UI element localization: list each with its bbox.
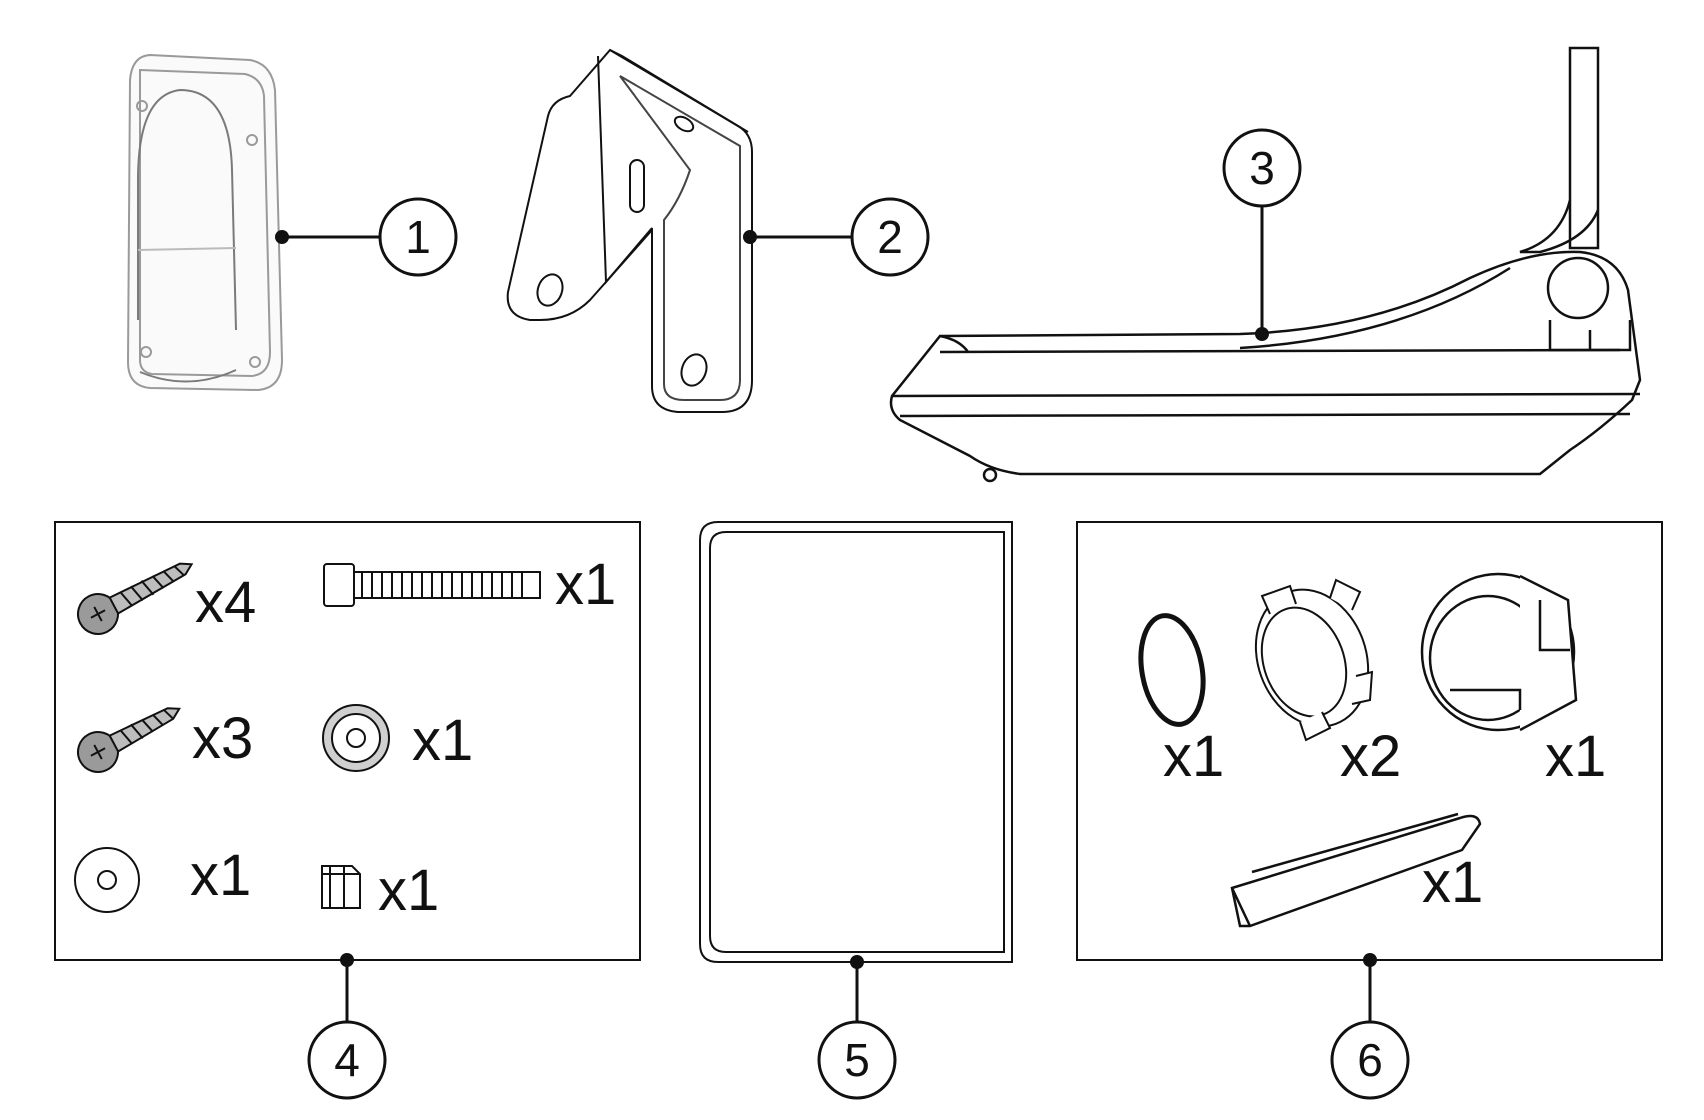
shim-qty: x1 [1422, 850, 1483, 915]
bolt-icon [323, 563, 541, 607]
callout-4: 4 [307, 953, 387, 1100]
split-ring-icon [1254, 578, 1374, 742]
o-ring-qty: x1 [1163, 724, 1224, 789]
short-screw-icon [77, 707, 181, 773]
adapter-kit-box: x1 x2 x1 x1 [1076, 521, 1663, 961]
long-screw-icon [77, 562, 194, 635]
sleeve-icon [1420, 572, 1578, 732]
callout-5-label: 5 [844, 1034, 870, 1086]
cable-cover-part [126, 53, 284, 392]
nut-qty: x1 [378, 858, 439, 923]
callout-6-label: 6 [1357, 1034, 1383, 1086]
o-ring-icon [1138, 613, 1206, 727]
callout-1: 1 [275, 197, 458, 277]
callout-2: 2 [743, 197, 930, 277]
callout-5: 5 [817, 955, 897, 1100]
callout-4-label: 4 [334, 1034, 360, 1086]
bolt-qty: x1 [555, 552, 616, 617]
documentation-booklet [699, 521, 1013, 963]
callout-6: 6 [1330, 953, 1410, 1100]
lock-washer-qty: x1 [412, 708, 473, 773]
hardware-kit-box: x4 x1 x3 x1 x1 [54, 521, 641, 961]
short-screw-qty: x3 [192, 706, 253, 771]
sleeve-qty: x1 [1545, 724, 1606, 789]
split-ring-qty: x2 [1340, 724, 1401, 789]
mounting-bracket-part [506, 48, 753, 413]
callout-3: 3 [1222, 128, 1302, 341]
lock-washer-icon [322, 704, 390, 772]
transducer-part [889, 46, 1642, 483]
callout-1-label: 1 [405, 211, 431, 263]
long-screw-qty: x4 [195, 570, 256, 635]
shim-wedge-icon [1230, 812, 1482, 928]
callout-2-label: 2 [877, 211, 903, 263]
nut-icon [321, 865, 361, 909]
flat-washer-icon [74, 847, 140, 913]
flat-washer-qty: x1 [190, 843, 251, 908]
callout-3-label: 3 [1249, 142, 1275, 194]
